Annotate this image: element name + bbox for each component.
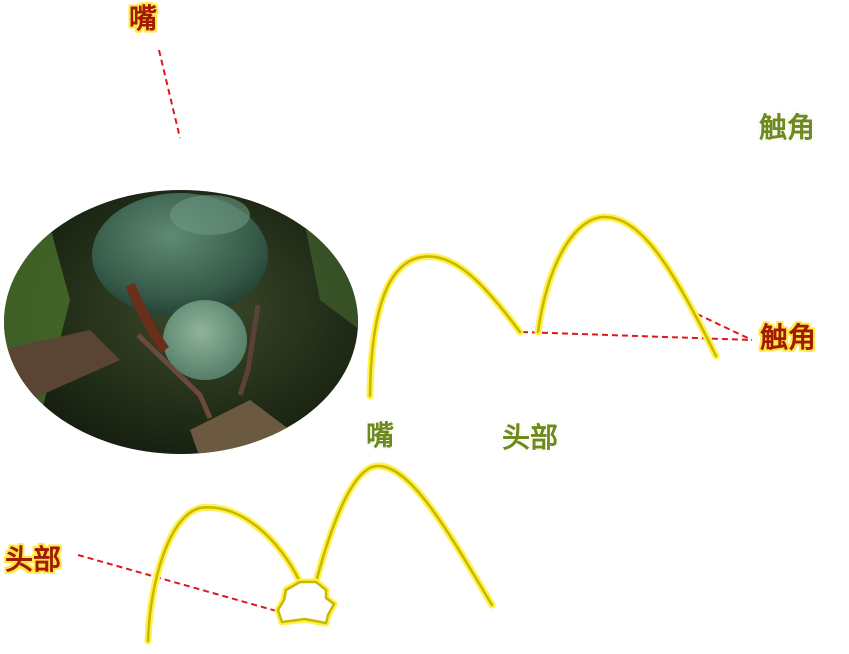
label-head-middle: 头部 (502, 421, 559, 454)
label-mouth-top: 嘴 (129, 2, 158, 35)
leader-line-antenna (696, 313, 753, 341)
label-head-left: 头部 (5, 543, 62, 576)
antenna-outline-upper (366, 213, 720, 400)
label-antenna-top-right: 触角 (759, 111, 816, 144)
leader-line-head-left (77, 554, 281, 613)
leader-line-mouth-top (158, 49, 181, 139)
head-outline-lower (144, 462, 496, 645)
insect-photo (4, 190, 358, 454)
label-mouth-middle: 嘴 (366, 419, 395, 452)
leader-line-head-middle (521, 331, 753, 341)
leader-lines (77, 49, 753, 613)
label-antenna-right: 触角 (760, 321, 817, 354)
